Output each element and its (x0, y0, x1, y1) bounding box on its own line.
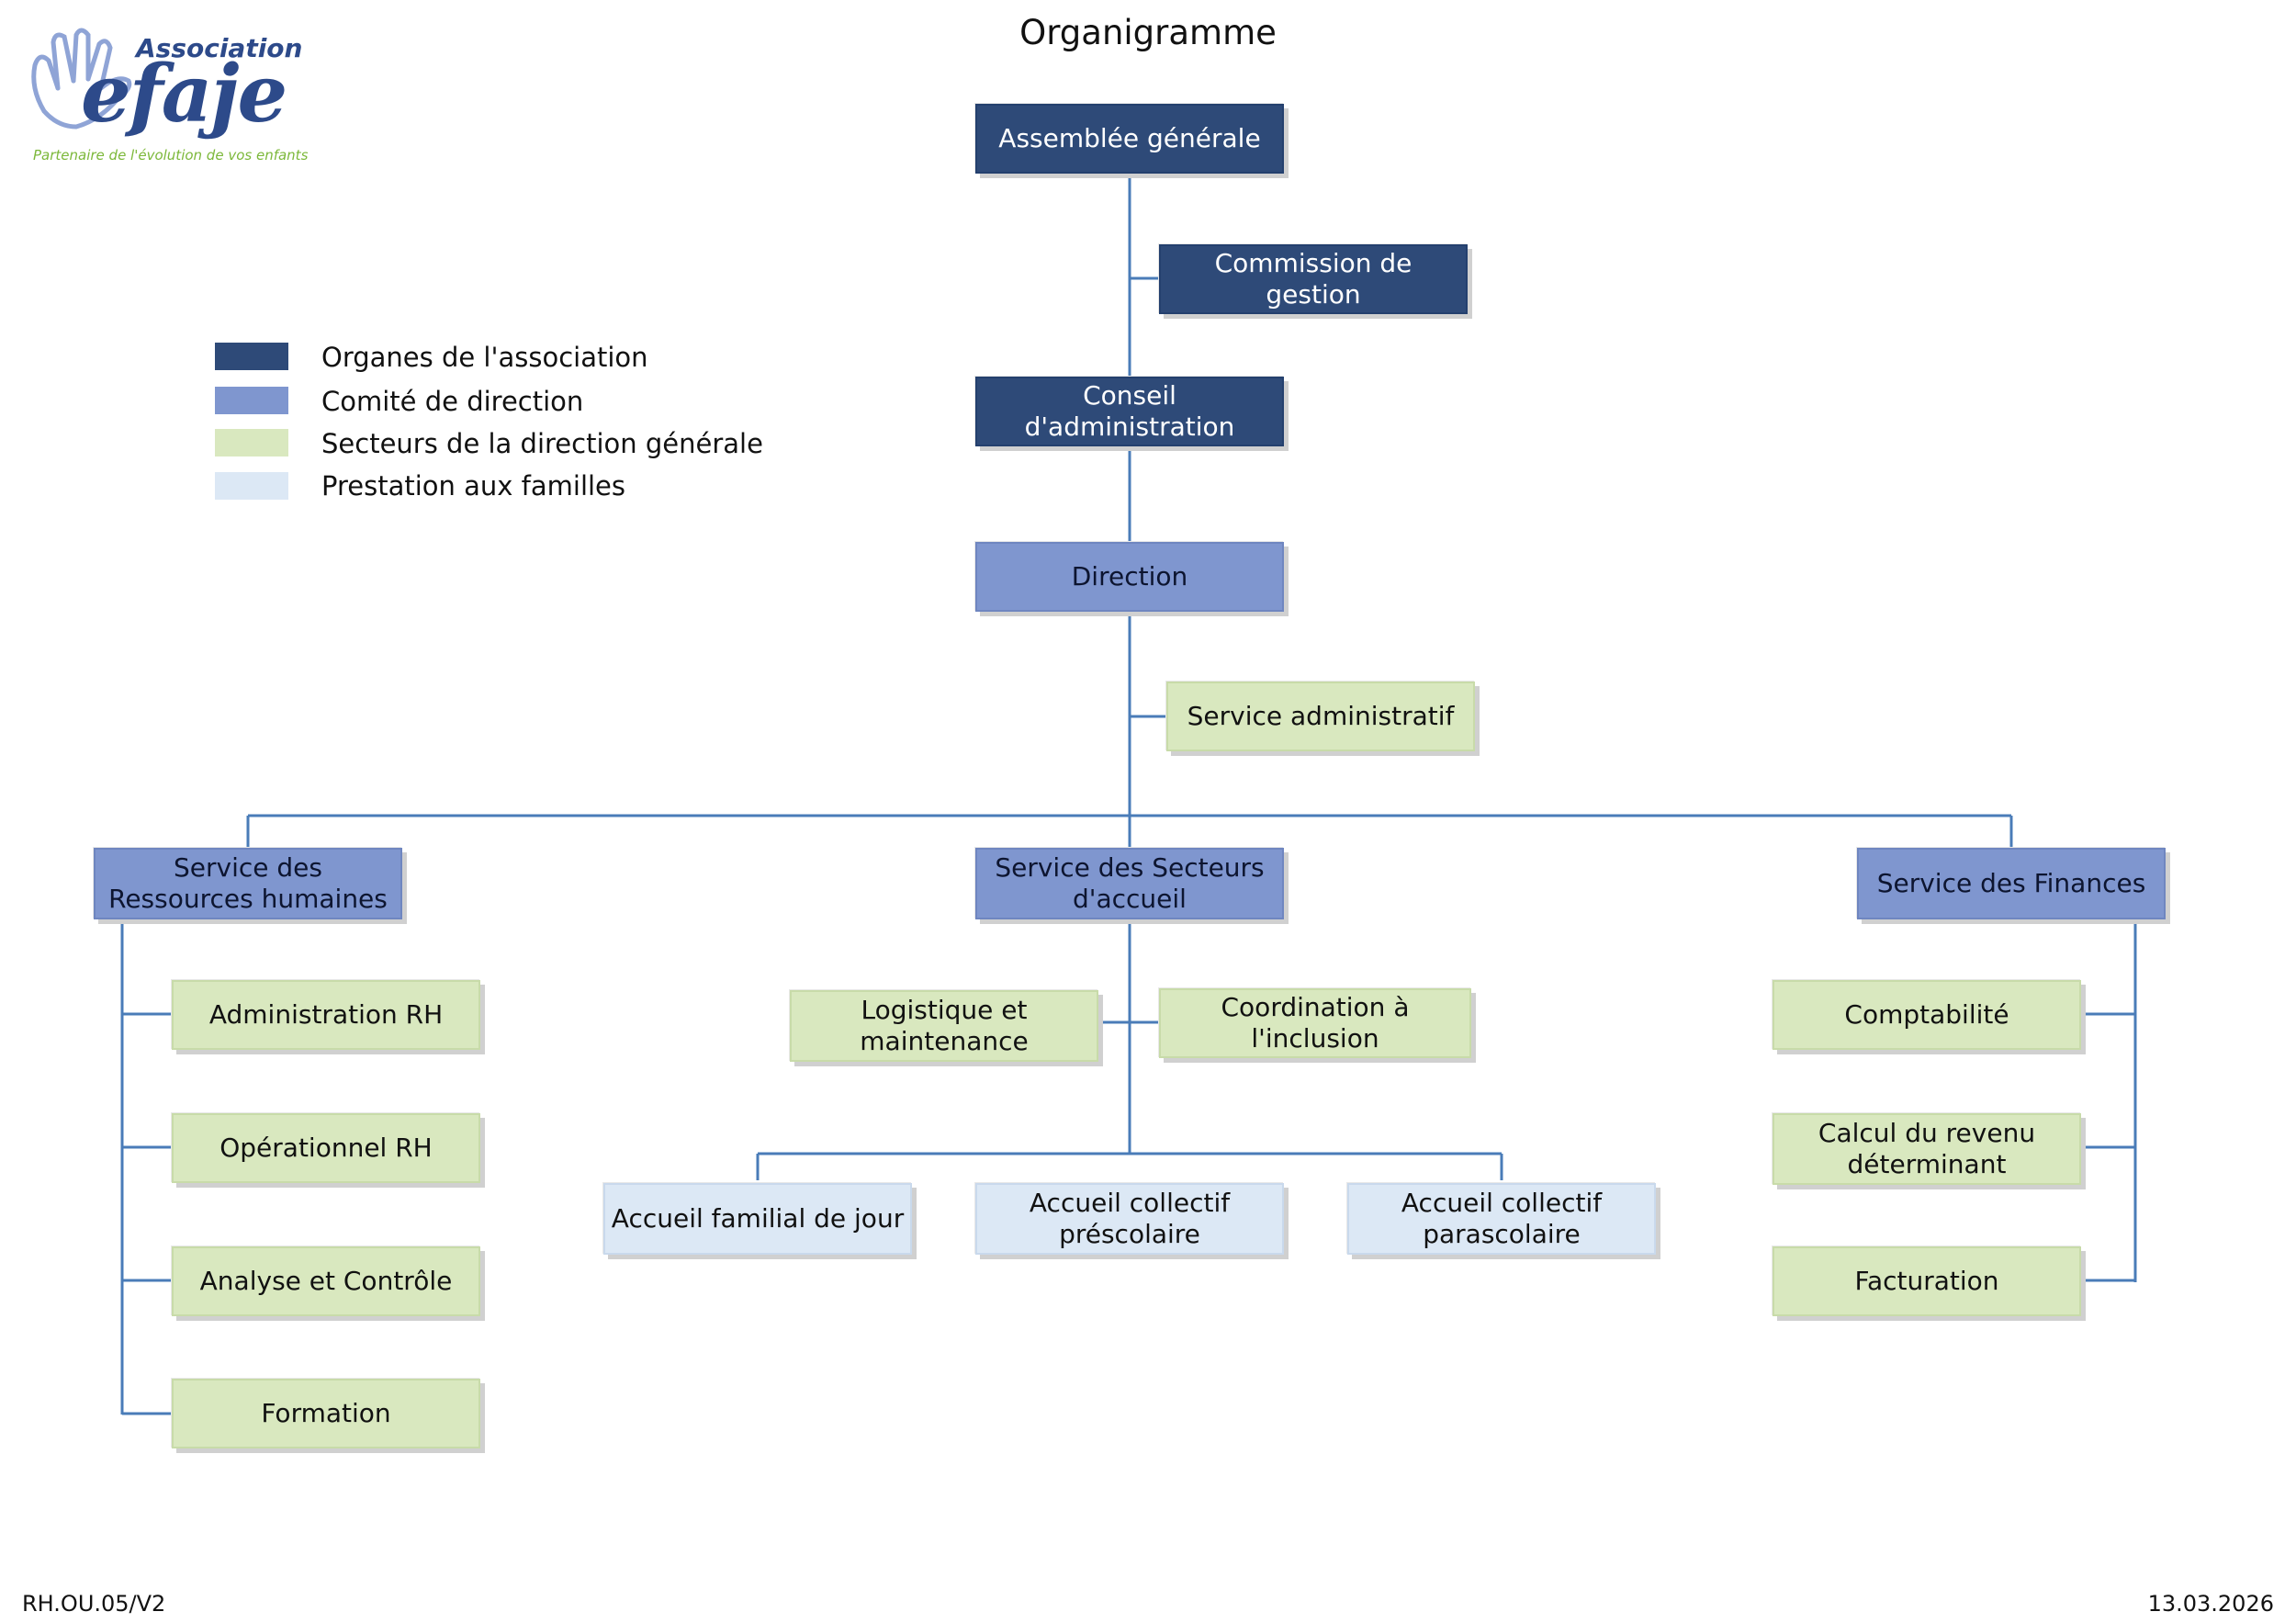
legend-label-comite: Comité de direction (321, 386, 584, 417)
node-coordination-inclusion: Coordination à l'inclusion (1159, 988, 1471, 1058)
node-administration-rh: Administration RH (172, 980, 480, 1050)
node-accueil-familial-de-jour: Accueil familial de jour (603, 1183, 912, 1255)
node-service-ressources-humaines: Service des Ressources humaines (94, 848, 402, 919)
logo-name-text: efaje (81, 48, 287, 141)
logo-association-text: Association (136, 33, 303, 63)
node-accueil-collectif-prescolaire: Accueil collectif préscolaire (975, 1183, 1284, 1255)
node-service-finances: Service des Finances (1857, 848, 2166, 919)
node-formation: Formation (172, 1379, 480, 1448)
node-commission-de-gestion: Commission de gestion (1159, 244, 1468, 314)
node-operationnel-rh: Opérationnel RH (172, 1113, 480, 1183)
page-title: Organigramme (1019, 13, 1277, 52)
efaje-logo: Association efaje Partenaire de l'évolut… (26, 24, 308, 171)
node-comptabilite: Comptabilité (1773, 980, 2081, 1050)
legend-swatch-comite (215, 387, 288, 414)
node-assemblee-generale: Assemblée générale (975, 104, 1284, 174)
node-service-administratif: Service administratif (1166, 682, 1475, 751)
legend-swatch-secteurs (215, 429, 288, 456)
node-analyse-controle: Analyse et Contrôle (172, 1246, 480, 1316)
node-service-secteurs-accueil: Service des Secteurs d'accueil (975, 848, 1284, 919)
logo-tagline: Partenaire de l'évolution de vos enfants (33, 147, 309, 163)
document-date: 13.03.2026 (2147, 1591, 2274, 1617)
node-logistique-maintenance: Logistique et maintenance (790, 990, 1098, 1062)
hand-icon (31, 28, 132, 130)
node-accueil-collectif-parascolaire: Accueil collectif parascolaire (1347, 1183, 1656, 1255)
node-calcul-revenu-determinant: Calcul du revenu déterminant (1773, 1113, 2081, 1185)
legend-swatch-prestation (215, 472, 288, 500)
node-facturation: Facturation (1773, 1246, 2081, 1316)
document-reference: RH.OU.05/V2 (22, 1591, 166, 1617)
node-conseil-administration: Conseil d'administration (975, 377, 1284, 446)
legend-swatch-organes (215, 343, 288, 370)
legend-label-prestation: Prestation aux familles (321, 470, 626, 502)
node-direction: Direction (975, 542, 1284, 612)
legend-label-organes: Organes de l'association (321, 342, 648, 373)
legend-label-secteurs: Secteurs de la direction générale (321, 428, 763, 459)
